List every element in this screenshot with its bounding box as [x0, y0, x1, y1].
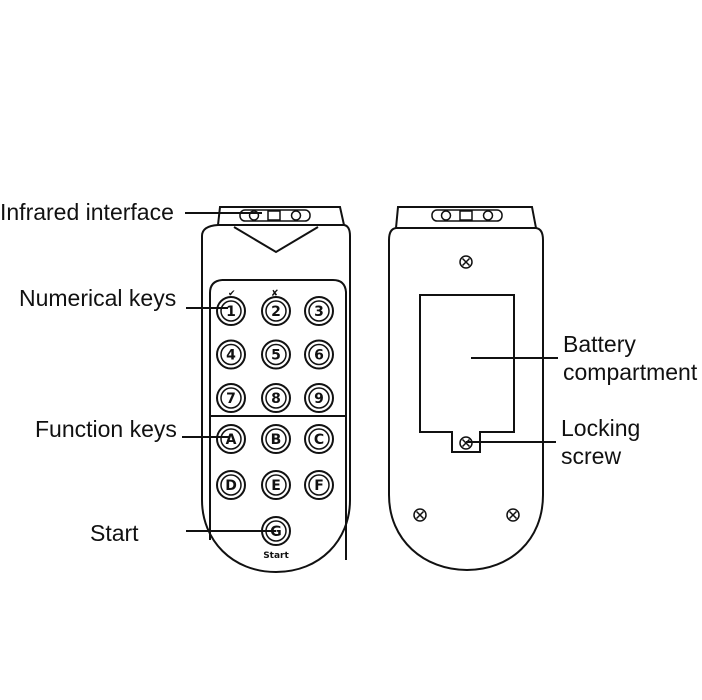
numeric-key-6: 6	[304, 339, 334, 370]
key-label: 6	[314, 348, 324, 364]
numeric-key-9: 9	[304, 383, 334, 413]
label-numerical-keys: Numerical keys	[19, 285, 176, 311]
label-infrared-interface: Infrared interface	[0, 199, 174, 225]
label-start: Start	[90, 520, 139, 546]
numeric-key-8: 8	[261, 383, 291, 413]
battery-compartment-outline	[419, 294, 515, 453]
label-compartment: compartment	[563, 359, 698, 385]
label-function-keys: Function keys	[35, 416, 177, 442]
key-label: B	[271, 432, 282, 448]
start-key-caption: Start	[263, 551, 289, 561]
numeric-key-7: 7	[216, 383, 246, 413]
numeric-key-1: 1	[216, 296, 246, 326]
function-keypad: A B C D E F	[216, 424, 334, 500]
screw-icon	[459, 255, 473, 269]
key-label: 2	[271, 304, 281, 320]
numeric-key-5: 5	[261, 339, 291, 370]
numeric-keypad: 1 2 3 4 5 6 7 8 9	[216, 296, 334, 413]
infrared-window	[239, 209, 311, 222]
numeric-key-2: 2	[261, 296, 291, 326]
key-label: D	[225, 478, 237, 494]
back-view	[388, 206, 544, 572]
function-key-e: E	[261, 470, 291, 500]
key-label: A	[226, 432, 237, 448]
key-label: 4	[226, 348, 236, 364]
key-label: 7	[226, 391, 236, 407]
labels: Infrared interface Numerical keys Functi…	[0, 199, 698, 546]
label-locking: Locking	[561, 415, 640, 441]
label-battery: Battery	[563, 331, 636, 357]
screw-icon	[506, 508, 520, 522]
function-key-c: C	[304, 424, 334, 454]
numeric-key-3: 3	[304, 296, 334, 326]
key-label: 1	[226, 304, 236, 320]
key-label: E	[271, 478, 281, 494]
key-label: C	[314, 432, 324, 448]
numeric-key-4: 4	[216, 339, 246, 370]
key-label: 5	[271, 348, 281, 364]
front-top-cap	[217, 206, 345, 226]
key-label: 8	[271, 391, 281, 407]
back-top-cap	[395, 206, 537, 229]
check-icon: ✔	[228, 289, 236, 299]
back-infrared-window	[431, 209, 503, 222]
front-body-outline	[201, 224, 351, 574]
keypad-panel	[222, 279, 347, 560]
screw-icon	[413, 508, 427, 522]
key-label: 9	[314, 391, 324, 407]
function-key-f: F	[304, 470, 334, 500]
label-screw: screw	[561, 443, 621, 469]
cross-icon: ✘	[271, 289, 279, 299]
leader-lines	[182, 212, 558, 532]
function-key-d: D	[216, 470, 246, 500]
back-body-outline	[388, 227, 544, 572]
key-label: 3	[314, 304, 324, 320]
key-label: F	[314, 478, 324, 494]
function-key-a: A	[216, 424, 246, 454]
function-key-b: B	[261, 424, 291, 454]
front-v-notch	[233, 226, 319, 254]
